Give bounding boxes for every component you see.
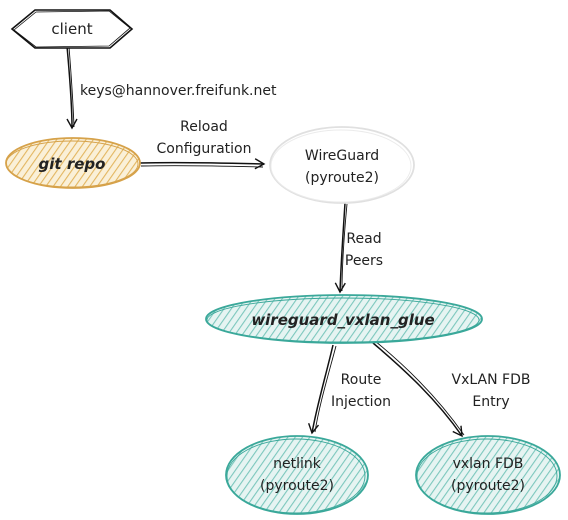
node-client: client	[10, 9, 134, 49]
edge-label-keys: keys@hannover.freifunk.net	[80, 83, 277, 99]
edge-label-vxlan-1: VxLAN FDB	[452, 372, 531, 388]
edge-keys	[66, 45, 78, 130]
node-client-label: client	[51, 20, 92, 38]
node-git-repo-label: git repo	[39, 155, 106, 173]
node-netlink-line2: (pyroute2)	[260, 478, 334, 494]
node-wireguard: WireGuard (pyroute2)	[269, 126, 415, 204]
node-glue: wireguard_vxlan_glue	[205, 294, 483, 344]
node-wireguard-line1: WireGuard	[305, 148, 379, 164]
edge-label-read-1: Read	[346, 231, 381, 247]
node-glue-label: wireguard_vxlan_glue	[251, 311, 434, 329]
edge-label-vxlan-2: Entry	[472, 394, 509, 410]
edge-label-reload-1: Reload	[180, 119, 228, 135]
edge-label-read-2: Peers	[345, 253, 383, 269]
edge-label-reload-2: Configuration	[157, 141, 252, 157]
edge-label-route-1: Route	[341, 372, 382, 388]
node-git-repo: git repo	[5, 137, 141, 189]
edge-vxlan	[372, 340, 465, 438]
edge-reload	[139, 158, 266, 170]
edge-label-route-2: Injection	[331, 394, 391, 410]
edge-route	[307, 344, 337, 435]
node-vxlan-fdb-line2: (pyroute2)	[451, 478, 525, 494]
node-wireguard-line2: (pyroute2)	[305, 170, 379, 186]
node-vxlan-fdb-line1: vxlan FDB	[453, 456, 524, 472]
edge-read	[334, 202, 348, 294]
node-netlink-line1: netlink	[273, 456, 322, 472]
node-netlink: netlink (pyroute2)	[225, 435, 369, 515]
node-vxlan-fdb: vxlan FDB (pyroute2)	[415, 435, 561, 515]
